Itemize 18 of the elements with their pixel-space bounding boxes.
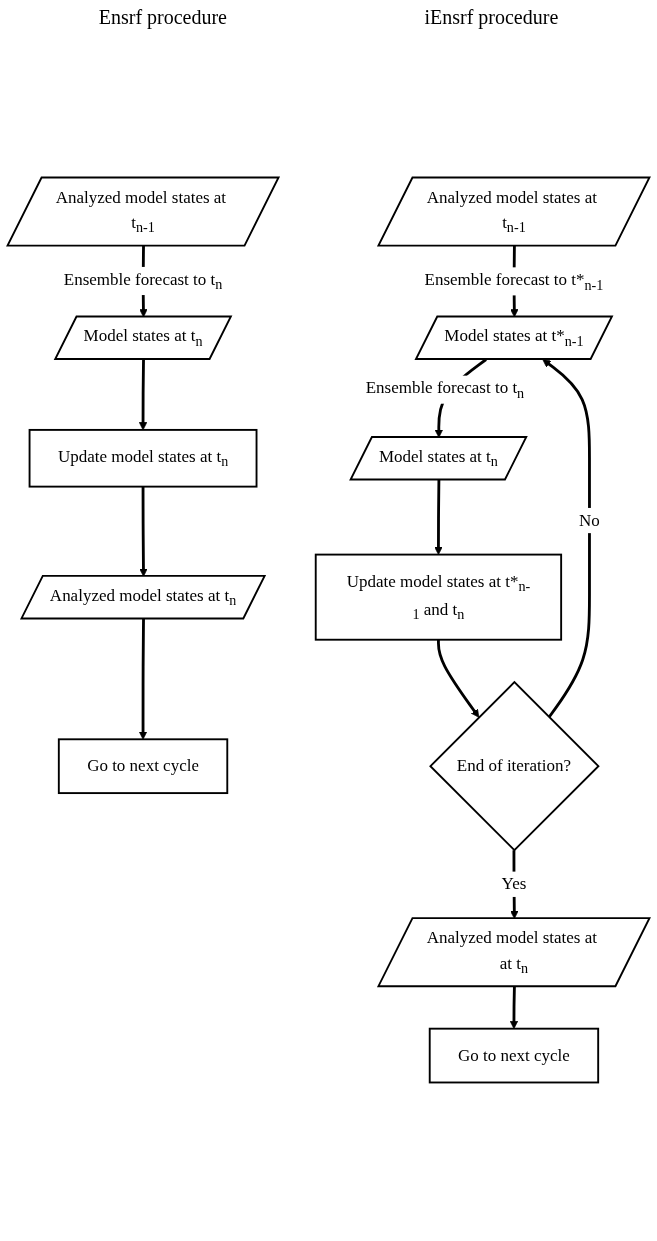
arrow: [509, 986, 519, 1030]
column-heading: Ensrf procedure: [98, 6, 227, 29]
arrow: [437, 639, 480, 718]
node-diamond: End of iteration?: [429, 680, 600, 852]
arrow: [434, 480, 443, 555]
arrow: [138, 618, 148, 740]
node-box: Go to next cycle: [428, 1027, 600, 1084]
edge-label: No: [579, 510, 600, 530]
edge-label: Ensemble forecast to t$_{n}$: [365, 378, 525, 401]
arrow: [138, 359, 148, 431]
edge-label: Ensemble forecast to t$_{n}$: [63, 269, 223, 292]
column-heading: iEnsrf procedure: [424, 6, 559, 29]
edge-label: Yes: [501, 874, 527, 894]
edge-label: Ensemble forecast to t*$_{n-1}$: [424, 270, 604, 293]
arrow: [542, 359, 591, 719]
node-box: Go to next cycle: [57, 738, 229, 795]
node-box: Update model states at t*$_{n-}$$_{1}$ and t$_{n}$: [314, 553, 563, 641]
node-box: Update model states at t$_{n}$: [28, 428, 258, 488]
